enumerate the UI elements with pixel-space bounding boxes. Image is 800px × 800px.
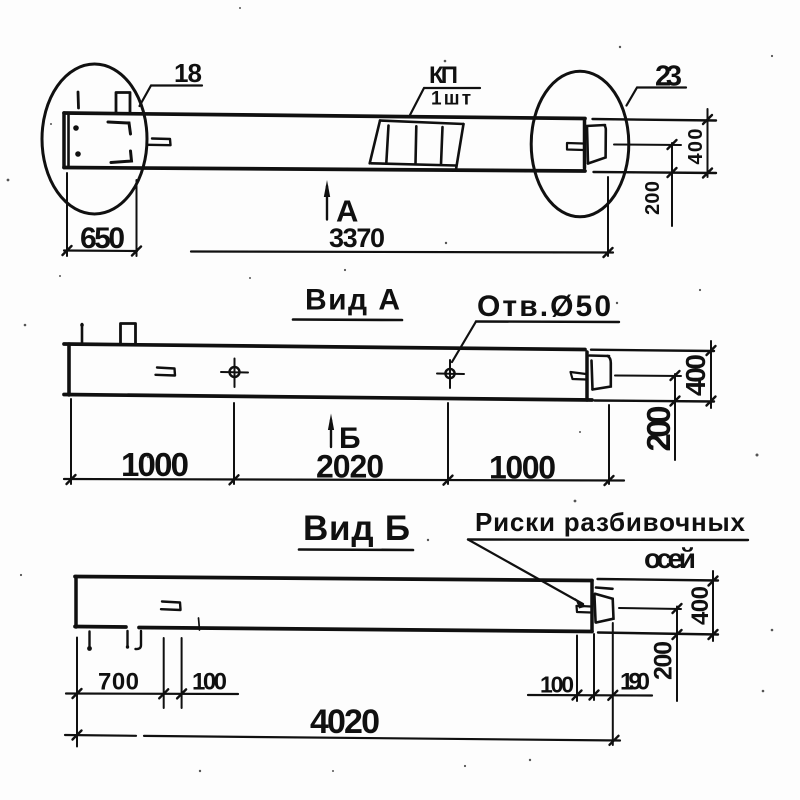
svg-text:осей: осей [644,543,696,574]
svg-text:КП: КП [429,62,458,89]
svg-text:100: 100 [540,672,574,698]
svg-text:200: 200 [650,641,678,680]
svg-text:Б: Б [339,422,361,455]
svg-text:Отв.Ø50: Отв.Ø50 [477,290,611,323]
svg-text:2020: 2020 [316,449,384,485]
svg-text:650: 650 [80,222,125,255]
svg-text:100: 100 [192,669,227,696]
svg-text:400: 400 [680,354,711,396]
svg-text:400: 400 [687,586,714,625]
svg-text:Вид Б: Вид Б [303,509,410,548]
svg-text:200: 200 [640,406,677,452]
svg-text:23: 23 [655,61,682,93]
svg-text:А: А [336,194,358,229]
svg-text:Вид А: Вид А [305,284,400,317]
svg-text:190: 190 [620,669,650,696]
svg-text:Риски разбивочных: Риски разбивочных [475,507,746,537]
svg-text:200: 200 [642,181,664,215]
svg-text:3370: 3370 [329,223,385,253]
svg-text:4020: 4020 [310,703,380,741]
svg-text:400: 400 [685,129,707,165]
svg-text:1шт: 1шт [431,89,471,110]
svg-text:18: 18 [174,58,202,88]
svg-text:1000: 1000 [489,450,556,486]
svg-text:1000: 1000 [121,446,189,483]
svg-text:700: 700 [98,669,139,696]
